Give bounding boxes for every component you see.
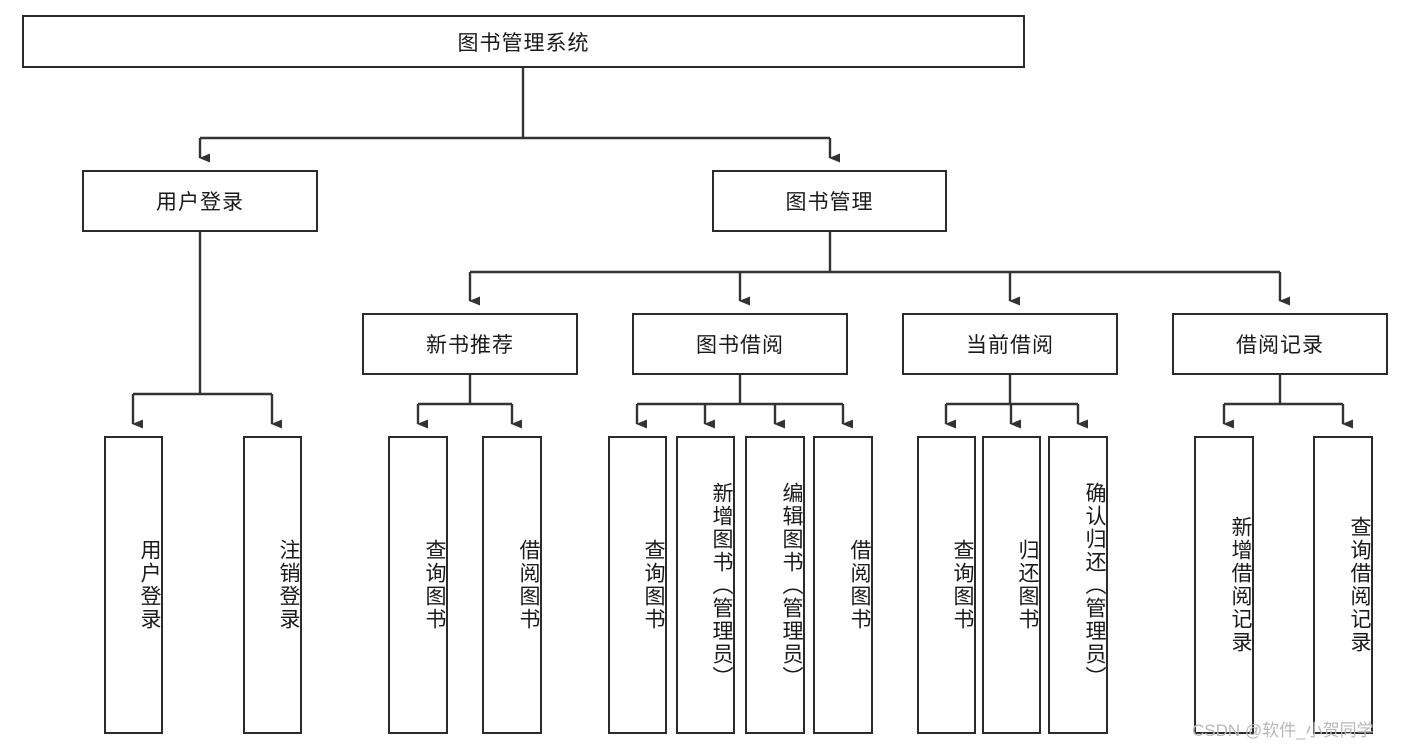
node-borrow-record-label: 借阅记录	[1236, 334, 1324, 357]
node-leaf-edit-book-label: 编辑图书（管理员）	[780, 481, 803, 689]
node-book-manage[interactable]: 图书管理	[712, 170, 947, 232]
node-leaf-query-book-rec-label: 查询图书	[423, 539, 446, 631]
node-root[interactable]: 图书管理系统	[22, 15, 1025, 68]
node-new-book-rec[interactable]: 新书推荐	[362, 313, 578, 375]
csdn-watermark: CSDN @软件_小贺同学	[1192, 721, 1374, 740]
node-leaf-edit-book[interactable]: 编辑图书（管理员）	[745, 436, 805, 734]
node-leaf-query-book-current[interactable]: 查询图书	[917, 436, 976, 734]
node-new-book-rec-label: 新书推荐	[426, 334, 514, 357]
node-leaf-logout-label: 注销登录	[277, 539, 300, 631]
node-leaf-user-login[interactable]: 用户登录	[104, 436, 163, 734]
node-leaf-logout[interactable]: 注销登录	[243, 436, 302, 734]
node-leaf-query-book-borrow-label: 查询图书	[642, 539, 665, 631]
node-book-borrow[interactable]: 图书借阅	[632, 313, 848, 375]
node-current-borrow-label: 当前借阅	[966, 334, 1054, 357]
node-leaf-query-book-rec[interactable]: 查询图书	[388, 436, 448, 734]
node-leaf-query-book-current-label: 查询图书	[951, 539, 974, 631]
node-book-manage-label: 图书管理	[785, 191, 874, 214]
node-leaf-query-record[interactable]: 查询借阅记录	[1313, 436, 1373, 734]
node-leaf-borrow-book-rec-label: 借阅图书	[517, 539, 540, 631]
node-leaf-borrow-book-label: 借阅图书	[848, 539, 871, 631]
node-leaf-add-book[interactable]: 新增图书（管理员）	[676, 436, 735, 734]
node-leaf-borrow-book[interactable]: 借阅图书	[813, 436, 873, 734]
node-root-label: 图书管理系统	[457, 31, 590, 55]
node-borrow-record[interactable]: 借阅记录	[1172, 313, 1388, 375]
node-leaf-user-login-label: 用户登录	[138, 539, 161, 631]
node-leaf-borrow-book-rec[interactable]: 借阅图书	[482, 436, 542, 734]
node-current-borrow[interactable]: 当前借阅	[902, 313, 1118, 375]
node-leaf-query-book-borrow[interactable]: 查询图书	[608, 436, 667, 734]
node-user-login[interactable]: 用户登录	[82, 170, 318, 232]
node-leaf-return-book-label: 归还图书	[1016, 539, 1039, 631]
node-leaf-add-book-label: 新增图书（管理员）	[710, 481, 733, 689]
node-book-borrow-label: 图书借阅	[696, 334, 784, 357]
node-leaf-add-record-label: 新增借阅记录	[1229, 516, 1252, 654]
node-leaf-query-record-label: 查询借阅记录	[1348, 516, 1371, 654]
node-leaf-confirm-return-label: 确认归还（管理员）	[1083, 481, 1106, 689]
node-leaf-return-book[interactable]: 归还图书	[982, 436, 1041, 734]
node-user-login-label: 用户登录	[156, 191, 244, 214]
node-leaf-confirm-return[interactable]: 确认归还（管理员）	[1048, 436, 1108, 734]
node-leaf-add-record[interactable]: 新增借阅记录	[1194, 436, 1254, 734]
